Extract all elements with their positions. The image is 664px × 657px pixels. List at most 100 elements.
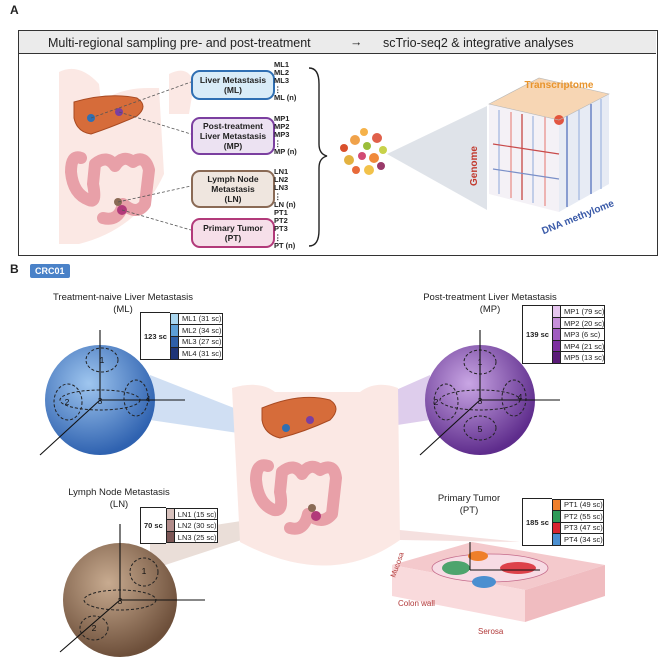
ln-title: Lymph Node Metastasis (LN)	[44, 487, 194, 511]
cube-label-transcriptome: Transcriptome	[525, 80, 594, 91]
sample-mp-1: MP1	[274, 114, 290, 123]
ml-region-label-2: 2	[65, 397, 70, 407]
ln1-swatch	[166, 508, 175, 520]
site-ml-line1: Liver Metastasis	[199, 75, 267, 85]
sample-ln-n: LN (n)	[274, 199, 296, 209]
sample-ml-n: ML (n)	[274, 92, 297, 102]
ml1-label: ML1 (31 sc)	[181, 314, 222, 324]
mp3-label: MP3 (6 sc)	[563, 330, 601, 339]
cube-label-genome: Genome	[469, 146, 480, 186]
mp5-label: MP5 (13 sc)	[563, 353, 605, 362]
ml4-swatch	[170, 348, 179, 359]
mp-title-line1: Post-treatment Liver Metastasis	[423, 292, 557, 303]
cell-cluster	[340, 128, 387, 175]
sample-ln-ellipsis: ⋮	[274, 191, 282, 201]
pt-region-1	[468, 551, 488, 561]
pt1-swatch	[552, 499, 561, 510]
sample-pt-3: PT3	[274, 224, 288, 234]
liver-site-mp-b	[306, 416, 314, 424]
ml-legend-total: 123 sc	[140, 312, 170, 360]
panel-a-header-left: Multi-regional sampling pre- and post-tr…	[48, 36, 311, 50]
ml2-swatch	[170, 325, 179, 336]
mp3-swatch	[552, 329, 561, 340]
ml-region-label-1: 1	[100, 355, 105, 365]
site-pill-pt: Primary Tumor (PT)	[191, 218, 275, 248]
site-pill-mp: Post-treatment Liver Metastasis (MP)	[191, 117, 275, 155]
pt-label-serosa: Serosa	[478, 627, 504, 636]
sample-pt-1: PT1	[274, 208, 288, 217]
ln3-swatch	[166, 531, 175, 543]
pt4-label: PT4 (34 sc)	[563, 534, 603, 544]
pt3-swatch	[552, 522, 561, 533]
ml-title-line2: (ML)	[113, 304, 133, 315]
ln-region-label-2: 2	[92, 623, 97, 633]
mp1-swatch	[552, 306, 561, 317]
sample-ml-1: ML1	[274, 60, 289, 69]
panel-a-header-arrow: →	[350, 35, 363, 49]
pt-title: Primary Tumor (PT)	[424, 493, 514, 517]
panel-a-illustration: Transcriptome Genome DNA methylome	[59, 67, 616, 247]
ln2-label: LN2 (30 sc)	[177, 521, 217, 530]
ml3-label: ML3 (27 sc)	[181, 337, 222, 347]
pt4-swatch	[552, 534, 561, 545]
pt-tissue-block	[392, 542, 605, 622]
ml-region-label-3: 3	[98, 396, 103, 406]
pt-label-colon-wall: Colon wall	[398, 599, 435, 608]
site-pt-line2: (PT)	[224, 233, 242, 243]
mp-legend-total: 139 sc	[522, 305, 552, 364]
mp-axes	[419, 330, 560, 456]
site-ln-line2: Metastasis	[211, 184, 255, 194]
sample-ml-2: ML2	[274, 68, 289, 78]
beam-pt	[318, 512, 520, 542]
sample-pt-2: PT2	[274, 216, 288, 226]
ln-title-line1: Lymph Node Metastasis	[68, 487, 170, 498]
panel-b-letter: B	[10, 262, 19, 276]
sample-mp-2: MP2	[274, 122, 290, 132]
sample-mp-3: MP3	[274, 130, 290, 140]
sample-ln-2: LN2	[274, 175, 289, 185]
panel-a-header	[19, 31, 656, 54]
pt1-label: PT1 (49 sc)	[563, 500, 603, 510]
ln3-label: LN3 (25 sc)	[177, 532, 217, 542]
mp-region-label-5: 5	[478, 424, 483, 434]
site-ln-line1: Lymph Node	[207, 174, 259, 184]
mp-region-label-4: 4	[518, 392, 523, 402]
mp-region-label-3: 3	[478, 396, 483, 406]
colon-site-pt-b	[311, 511, 321, 521]
ml-legend: 123 sc ML1 (31 sc) ML2 (34 sc) ML3 (27 s…	[140, 312, 223, 360]
panel-b-illustration: Mucosa Colon wall Serosa 1 2 3 4 1 2 3 4…	[39, 330, 605, 657]
colon-shape	[65, 151, 155, 225]
sample-pt-ellipsis: ⋮	[274, 232, 282, 242]
mp-title-line2: (MP)	[479, 304, 501, 315]
mp-title: Post-treatment Liver Metastasis (MP)	[403, 292, 577, 316]
colon-site-ln-b	[308, 504, 316, 512]
ln-region-label-1: 1	[142, 566, 147, 576]
ml-title-line1: Treatment-naive Liver Metastasis	[52, 292, 194, 303]
mp-region-label-2: 2	[434, 397, 439, 407]
brace	[308, 67, 328, 247]
ml-title: Treatment-naive Liver Metastasis (ML)	[36, 292, 210, 316]
ln2-swatch	[166, 520, 175, 531]
site-mp-line1: Post-treatment	[203, 121, 263, 131]
liver-shape-b	[261, 396, 337, 439]
pt-region-4	[472, 576, 496, 588]
mp4-swatch	[552, 340, 561, 352]
mp-legend: 139 sc MP1 (79 sc) MP2 (20 sc) MP3 (6 sc…	[522, 305, 606, 364]
pt-title-line2: (PT)	[459, 505, 479, 516]
site-mp-line2: Liver Metastasis	[199, 131, 267, 141]
sample-ml-3: ML3	[274, 76, 289, 86]
mp2-swatch	[552, 317, 561, 329]
site-pill-ln: Lymph Node Metastasis (LN)	[191, 170, 275, 208]
liver-site-ml-b	[282, 424, 290, 432]
ml1-swatch	[170, 313, 179, 324]
pt-title-line1: Primary Tumor	[437, 493, 501, 504]
site-pill-ml: Liver Metastasis (ML)	[191, 70, 275, 100]
ln-legend: 70 sc LN1 (15 sc) LN2 (30 sc) LN3 (25 sc…	[140, 507, 218, 544]
sample-list-ml: ML1 ML2 ML3 ⋮ ML (n)	[274, 60, 297, 102]
ln-region-label-3: 3	[118, 596, 123, 606]
sample-mp-n: MP (n)	[274, 146, 297, 156]
pt-region-2	[442, 561, 470, 575]
mp1-label: MP1 (79 sc)	[563, 307, 605, 316]
ln-title-line2: (LN)	[109, 499, 129, 510]
mp4-label: MP4 (21 sc)	[563, 341, 605, 351]
